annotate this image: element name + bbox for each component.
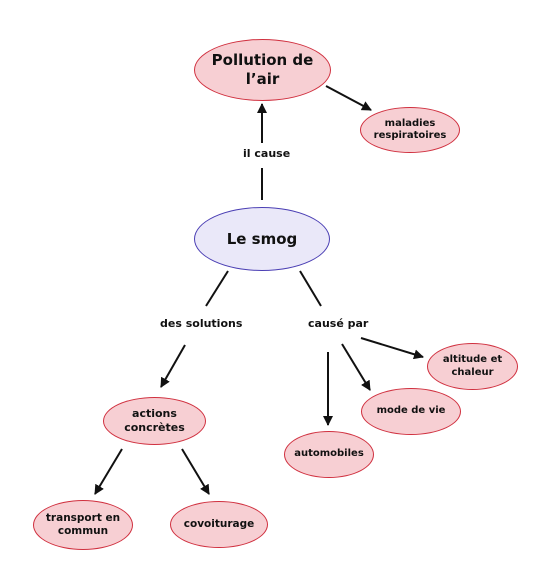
node-transport-label: transport en commun [45, 511, 121, 537]
node-actions-concretes: actions concrètes [103, 397, 206, 445]
node-pollution-de-l-air: Pollution de l’air [194, 39, 331, 101]
node-automobiles-label: automobiles [294, 448, 364, 460]
node-automobiles: automobiles [284, 431, 374, 478]
node-altitude-label: altitude et chaleur [442, 354, 503, 378]
node-maladies-label: maladies respiratoires [373, 117, 447, 142]
node-covoiturage: covoiturage [170, 501, 268, 548]
arrow-cause-par-to-altitude [360, 337, 424, 360]
node-le-smog: Le smog [194, 207, 330, 271]
edge-label-des-solutions: des solutions [157, 316, 246, 331]
arrow-actions-to-transport [94, 448, 123, 495]
arrow-cause-par-to-mode-de-vie [341, 343, 371, 391]
node-pollution-label: Pollution de l’air [211, 51, 314, 88]
node-covoiturage-label: covoiturage [183, 517, 255, 530]
arrow-des-solutions-to-actions [160, 344, 186, 388]
connector-smog-to-des-solutions [205, 270, 229, 307]
node-transport-en-commun: transport en commun [33, 500, 133, 550]
node-mode-de-vie: mode de vie [361, 388, 461, 435]
edge-label-il-cause: il cause [240, 146, 294, 161]
arrow-pollution-to-maladies [325, 85, 372, 111]
node-actions-label: actions concrètes [124, 407, 185, 434]
node-maladies-respiratoires: maladies respiratoires [360, 107, 460, 153]
edge-label-cause-par: causé par [305, 316, 372, 331]
node-smog-label: Le smog [226, 229, 298, 248]
node-mode-de-vie-label: mode de vie [376, 405, 446, 417]
node-altitude-et-chaleur: altitude et chaleur [427, 343, 518, 390]
connector-smog-to-cause-par [299, 270, 322, 307]
arrow-actions-to-covoiturage [181, 448, 210, 495]
